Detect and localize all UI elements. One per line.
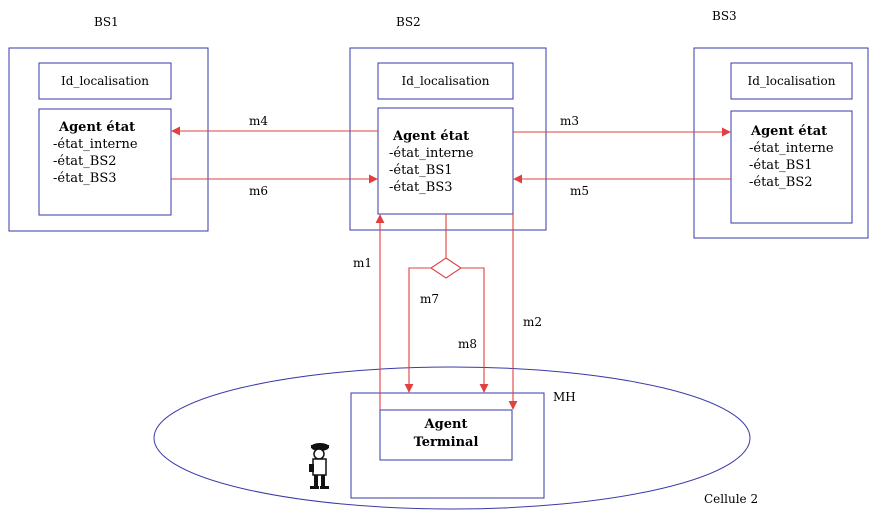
agent-terminal-line2: Terminal bbox=[413, 435, 479, 450]
agent-terminal-line1: Agent bbox=[424, 417, 468, 432]
msg-m6: m6 bbox=[249, 184, 269, 198]
bs2-attr-interne: -état_interne bbox=[389, 146, 474, 161]
bs1-attr-interne: -état_interne bbox=[53, 137, 138, 152]
bs1-agent-etat: Agent état -état_interne -état_BS2 -état… bbox=[53, 119, 138, 187]
msg-m4: m4 bbox=[249, 114, 269, 128]
bs2-agent-etat: Agent état -état_interne -état_BS1 -état… bbox=[389, 128, 474, 196]
cell-label: Cellule 2 bbox=[704, 492, 759, 506]
bs3-agent-etat: Agent état -état_interne -état_BS1 -état… bbox=[749, 123, 834, 191]
bs3-attr-bs1: -état_BS1 bbox=[749, 158, 813, 173]
mh-label: MH bbox=[553, 390, 576, 404]
bs3-agent-box bbox=[730, 110, 853, 224]
msg-m1: m1 bbox=[353, 256, 373, 270]
bs3-attr-interne: -état_interne bbox=[749, 141, 834, 156]
bs3-id-box bbox=[730, 62, 853, 100]
msg-m2: m2 bbox=[523, 315, 543, 329]
bs1-label: BS1 bbox=[94, 15, 119, 29]
arrow-m8 bbox=[461, 267, 489, 393]
bs3-attr-bs2: -état_BS2 bbox=[749, 175, 813, 190]
bs1-agent-title: Agent état bbox=[59, 120, 136, 135]
bs2-id-localisation: Id_localisation bbox=[401, 74, 490, 88]
msg-m3: m3 bbox=[560, 114, 580, 128]
bs1-id-box bbox=[38, 62, 172, 100]
bs1-attr-bs3: -état_BS3 bbox=[53, 171, 117, 186]
arrow-m7 bbox=[404, 267, 431, 393]
bs2-attr-bs3: -état_BS3 bbox=[389, 180, 453, 195]
bs2-attr-bs1: -état_BS1 bbox=[389, 163, 453, 178]
bs1-id-localisation: Id_localisation bbox=[61, 74, 149, 88]
user-icon bbox=[309, 443, 329, 489]
agent-terminal: Agent Terminal bbox=[380, 416, 512, 452]
bs2-id-box bbox=[377, 62, 514, 100]
bs1-attr-bs2: -état_BS2 bbox=[53, 154, 117, 169]
terminal-agent-box bbox=[379, 409, 513, 461]
fork-diamond bbox=[430, 257, 462, 279]
msg-m7: m7 bbox=[420, 292, 440, 306]
bs3-id-localisation: Id_localisation bbox=[747, 74, 836, 88]
bs1-agent-box bbox=[38, 108, 172, 216]
bs3-label: BS3 bbox=[712, 9, 737, 23]
bs3-agent-title: Agent état bbox=[751, 124, 828, 139]
bs2-label: BS2 bbox=[396, 15, 421, 29]
msg-m5: m5 bbox=[570, 184, 590, 198]
bs2-agent-title: Agent état bbox=[393, 129, 470, 144]
cell-ellipse bbox=[153, 366, 751, 510]
msg-m8: m8 bbox=[458, 337, 478, 351]
bs2-agent-box bbox=[377, 107, 514, 215]
